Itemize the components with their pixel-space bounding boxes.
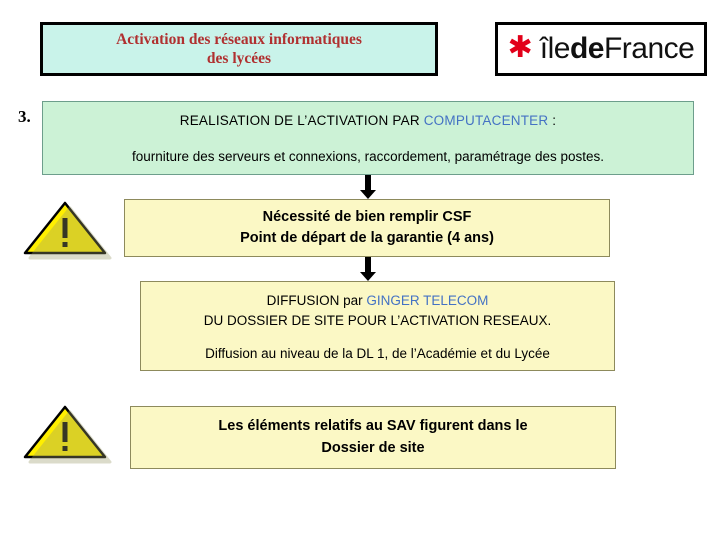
box-realisation-line-1-post: : <box>548 113 557 128</box>
down-arrow-icon-2 <box>360 257 376 281</box>
title-box: Activation des réseaux informatiques des… <box>40 22 438 76</box>
warning-triangle-icon-bottom <box>22 404 112 464</box>
step-number: 3. <box>18 107 31 126</box>
box-realisation-company: COMPUTACENTER <box>423 113 549 128</box>
warning-triangle-icon-top <box>22 200 112 260</box>
box-realisation-line-1: REALISATION DE L’ACTIVATION PAR COMPUTAC… <box>43 113 693 128</box>
box-diffusion-line-1-pre: DIFFUSION par <box>266 293 367 308</box>
logo-text-de: de <box>569 32 605 65</box>
box-realisation: REALISATION DE L’ACTIVATION PAR COMPUTAC… <box>42 101 694 175</box>
asterisk-star-icon: ✱ <box>507 31 533 64</box>
box-sav-line-2: Dossier de site <box>321 439 425 456</box>
box-diffusion: DIFFUSION par GINGER TELECOM DU DOSSIER … <box>140 281 615 371</box>
box-csf-line-1: Nécessité de bien remplir CSF <box>262 208 472 225</box>
logo-inner: ✱ îledeFrance <box>507 31 695 64</box>
box-diffusion-company: GINGER TELECOM <box>366 293 489 308</box>
box-csf-warranty: Nécessité de bien remplir CSF Point de d… <box>124 199 610 257</box>
box-csf-line-2: Point de départ de la garantie (4 ans) <box>240 230 494 246</box>
box-diffusion-line-2: DU DOSSIER DE SITE POUR L’ACTIVATION RES… <box>203 312 552 328</box>
box-diffusion-line-3: Diffusion au niveau de la DL 1, de l’Aca… <box>205 346 550 362</box>
logo-text-ile: île <box>539 32 571 65</box>
logo-wordmark: îledeFrance <box>540 34 695 64</box>
title-line-2: des lycées <box>206 50 272 67</box>
logo-box: ✱ îledeFrance <box>495 22 707 76</box>
down-arrow-icon-1 <box>360 175 376 199</box>
box-sav: Les éléments relatifs au SAV figurent da… <box>130 406 616 469</box>
box-diffusion-line-1: DIFFUSION par GINGER TELECOM <box>267 291 489 311</box>
box-realisation-line-2: fourniture des serveurs et connexions, r… <box>132 149 604 164</box>
title-line-1: Activation des réseaux informatiques <box>116 30 362 48</box>
logo-text-france: France <box>603 32 695 65</box>
box-sav-line-1: Les éléments relatifs au SAV figurent da… <box>218 418 528 435</box>
box-realisation-line-1-pre: REALISATION DE L’ACTIVATION PAR <box>179 113 424 128</box>
